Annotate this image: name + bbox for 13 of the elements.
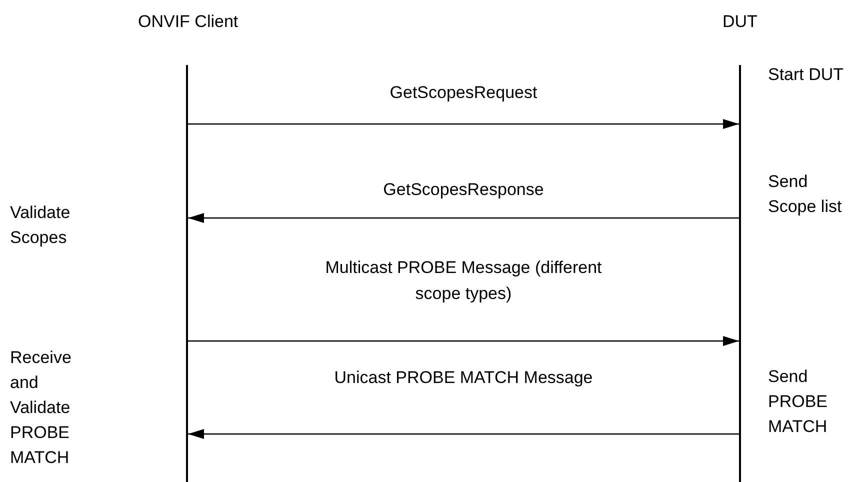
step-note: Send PROBE MATCH xyxy=(768,366,829,438)
lifeline xyxy=(739,65,741,482)
message-arrow xyxy=(188,336,739,346)
message-arrow xyxy=(188,429,739,439)
step-note: Receive and Validate PROBE MATCH xyxy=(10,347,72,469)
step-note: Validate Scopes xyxy=(10,202,72,249)
message-arrow xyxy=(188,213,739,223)
step-note: Start DUT xyxy=(768,64,845,86)
participant-label: ONVIF Client xyxy=(138,12,238,32)
participant-label: DUT xyxy=(722,12,758,32)
message-arrow xyxy=(188,119,739,129)
lifeline xyxy=(186,65,188,482)
step-note: Send Scope list xyxy=(768,171,843,218)
